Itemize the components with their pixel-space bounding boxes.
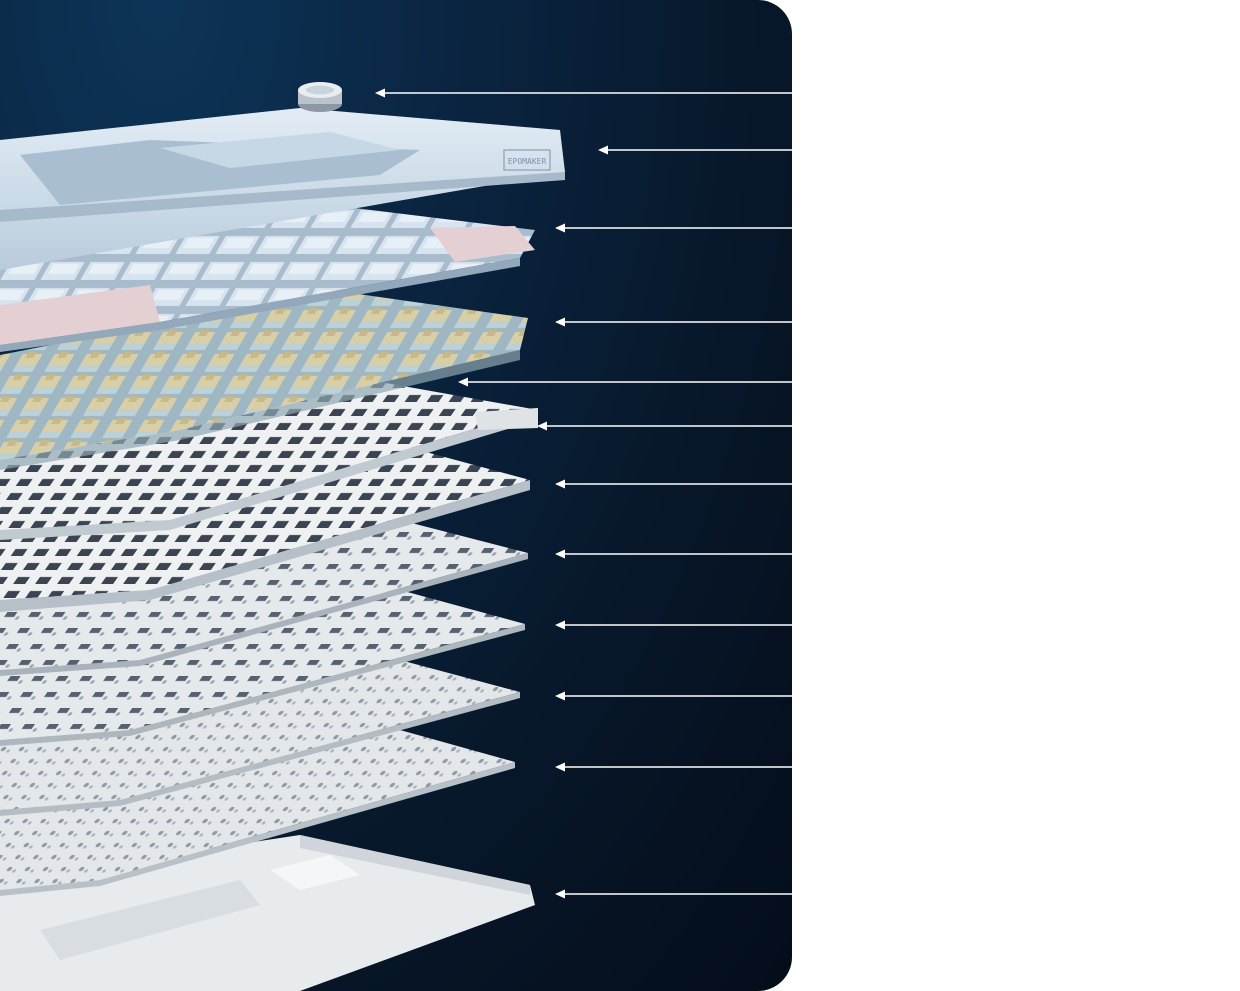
callout-arrowhead-plate-foam [555, 479, 565, 489]
brand-logo-text: EPOMAKER [508, 157, 547, 166]
keycaps-layer [0, 205, 535, 352]
top-case-layer: EPOMAKER [0, 108, 565, 270]
sound-pad-layer [0, 730, 515, 896]
callout-arrowhead-switch-pad [458, 377, 468, 387]
callout-arrowhead-switches [555, 317, 565, 327]
callout-arrowhead-bottom-foam [555, 691, 565, 701]
ixpe-foam-layer [0, 520, 528, 676]
diagram-panel: EPOMAKER [0, 0, 792, 991]
plate-layer [0, 382, 538, 540]
callout-arrowhead-top-case [598, 145, 608, 155]
bottom-foam-layer [0, 660, 520, 816]
callout-arrowhead-ixpe-foam [555, 549, 565, 559]
brand-plate [503, 149, 551, 171]
exploded-keyboard-diagram: EPOMAKER [0, 82, 792, 991]
callout-arrowhead-plate [537, 421, 547, 431]
callout-arrowhead-knob [375, 88, 385, 98]
callout-arrowhead-keycaps [555, 223, 565, 233]
callout-arrowhead-pcb [555, 620, 565, 630]
callout-arrows [375, 88, 792, 899]
callout-arrowhead-bottom-case [555, 889, 565, 899]
callout-arrowhead-sound-pad [555, 762, 565, 772]
pcb-layer [0, 590, 525, 746]
knob-layer [298, 82, 342, 112]
